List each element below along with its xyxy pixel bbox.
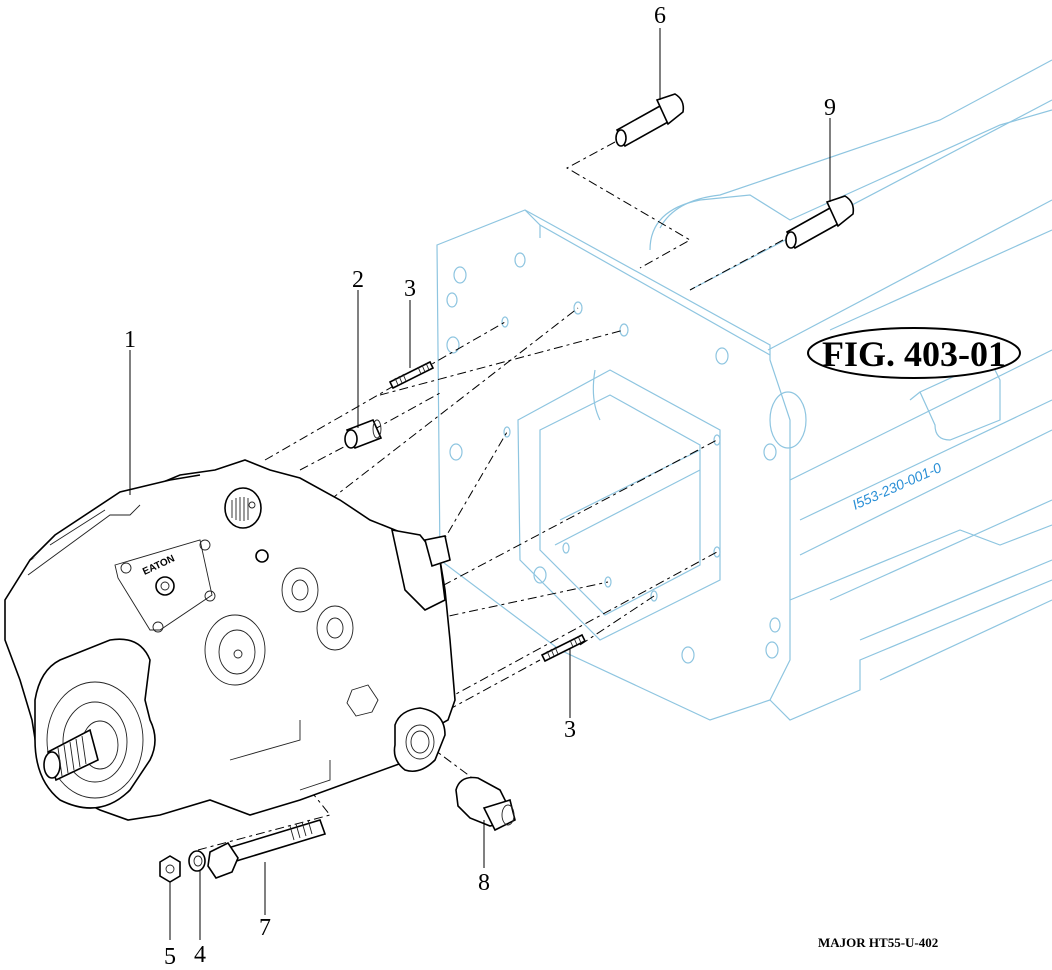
housing-part-number: I553-230-001-0	[850, 459, 944, 513]
callout-4[interactable]: 4	[194, 942, 206, 968]
long-bolt[interactable]	[207, 819, 327, 879]
flange-bolt-right[interactable]	[785, 195, 855, 250]
flange-holes	[446, 252, 781, 664]
leader-lines	[129, 28, 831, 940]
flange-bolt-upper[interactable]	[615, 93, 685, 148]
dowel-sleeve[interactable]	[344, 418, 383, 450]
stud-upper[interactable]	[388, 360, 435, 390]
callout-1[interactable]: 1	[124, 327, 136, 353]
washer[interactable]	[188, 850, 206, 872]
callout-3-upper[interactable]: 3	[404, 276, 416, 302]
callout-3-lower[interactable]: 3	[564, 717, 576, 743]
callout-8[interactable]: 8	[478, 870, 490, 896]
stud-lower[interactable]	[540, 633, 587, 663]
figure-title-badge: FIG. 403-01	[807, 327, 1021, 379]
callout-7[interactable]: 7	[259, 915, 271, 941]
callout-9[interactable]: 9	[824, 95, 836, 121]
callout-numbers: 1 2 3 3 4 5 6 7 8 9	[124, 3, 836, 970]
nut[interactable]	[159, 855, 181, 883]
figure-title: FIG. 403-01	[822, 334, 1006, 374]
document-reference: MAJOR HT55-U-402	[818, 935, 938, 950]
transmission-housing	[436, 59, 1052, 721]
fitting[interactable]	[455, 776, 516, 832]
hydraulic-pump[interactable]: EATON	[4, 459, 456, 821]
callout-6[interactable]: 6	[654, 3, 666, 29]
callout-5[interactable]: 5	[164, 944, 176, 970]
callout-2[interactable]: 2	[352, 267, 364, 293]
